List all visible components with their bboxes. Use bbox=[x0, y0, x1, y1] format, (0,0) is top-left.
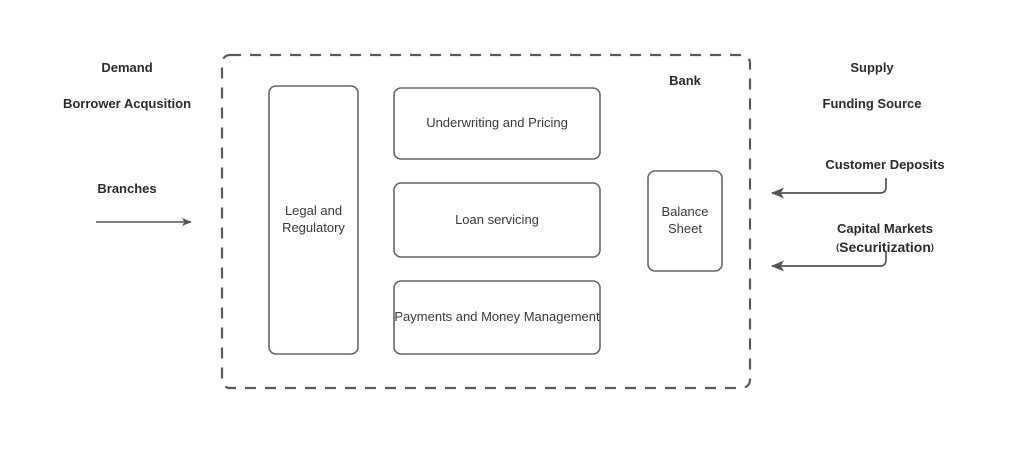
bank-container-dashed-border bbox=[220, 53, 752, 390]
demand-heading: Demand bbox=[101, 60, 153, 75]
box-payments-and-money-management[interactable] bbox=[393, 280, 601, 355]
borrower-acquisition-label: Borrower Acqusition bbox=[62, 96, 192, 111]
customer-deposits-label: Customer Deposits bbox=[825, 157, 945, 172]
box-balance-sheet[interactable] bbox=[647, 170, 723, 272]
box-underwriting-and-pricing[interactable] bbox=[393, 87, 601, 160]
box-loan-servicing[interactable] bbox=[393, 182, 601, 258]
funding-source-label: Funding Source bbox=[822, 96, 922, 111]
bank-container-label: Bank bbox=[669, 73, 701, 88]
securitization-text: Securitization bbox=[839, 238, 931, 255]
supply-heading: Supply bbox=[850, 60, 894, 75]
securitization-close-paren: ) bbox=[930, 241, 934, 252]
box-legal-and-regulatory[interactable] bbox=[268, 85, 359, 355]
arrow-customer-deposits-to-bank bbox=[771, 178, 887, 199]
capital-markets-title: Capital Markets bbox=[836, 221, 934, 236]
branches-label: Branches bbox=[97, 181, 157, 196]
capital-markets-label: Capital Markets (Securitization) bbox=[836, 220, 934, 256]
arrow-capital-markets-to-bank bbox=[771, 251, 887, 272]
securitization-line: (Securitization) bbox=[836, 238, 934, 257]
securitization-open-paren: ( bbox=[836, 241, 840, 252]
